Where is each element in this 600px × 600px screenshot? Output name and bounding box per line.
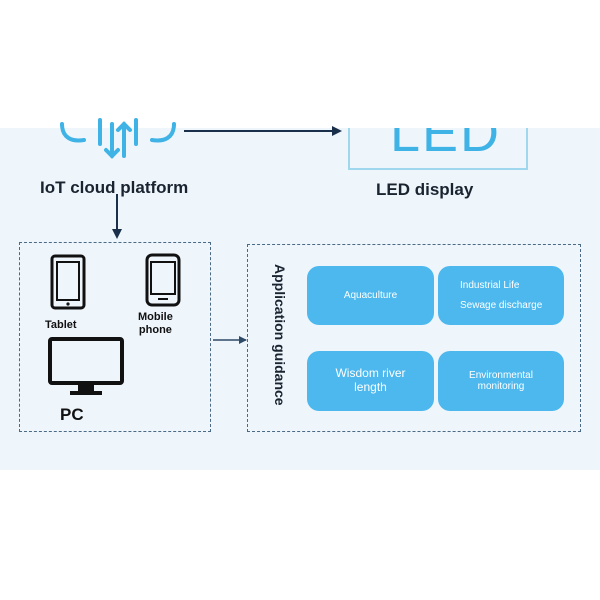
devices-box: Tablet Mobile phone PC	[19, 242, 211, 432]
card-text-line2: Sewage discharge	[460, 299, 543, 311]
cloud-network-icon	[60, 118, 176, 159]
led-display-label: LED display	[376, 180, 474, 199]
card-text: Aquaculture	[343, 289, 398, 301]
card-text-line2: length	[354, 380, 387, 394]
app-card-wisdom-river: Wisdom river length	[307, 351, 434, 411]
pc-label: PC	[60, 405, 84, 424]
card-text-line1: Wisdom river	[335, 366, 406, 381]
led-display-icon: LED	[348, 128, 528, 170]
card-text-line1: Environmental	[469, 369, 533, 381]
card-text-line1: Industrial Life	[460, 280, 520, 291]
led-display-text: LED	[390, 128, 502, 163]
app-card-industrial-sewage: Industrial Life Sewage discharge	[438, 266, 564, 325]
pc-monitor-icon	[48, 337, 124, 395]
application-guidance-title: Application guidance	[272, 264, 288, 406]
tablet-label: Tablet	[45, 319, 77, 331]
mobile-phone-icon	[145, 253, 181, 307]
card-text-line2: monitoring	[477, 381, 525, 392]
applications-box	[247, 244, 581, 432]
app-card-aquaculture: Aquaculture	[307, 266, 434, 325]
iot-cloud-platform-label: IoT cloud platform	[40, 178, 189, 197]
app-card-environmental-monitoring: Environmental monitoring	[438, 351, 564, 411]
mobile-phone-label: Mobile phone	[138, 311, 173, 336]
tablet-icon	[50, 254, 86, 310]
